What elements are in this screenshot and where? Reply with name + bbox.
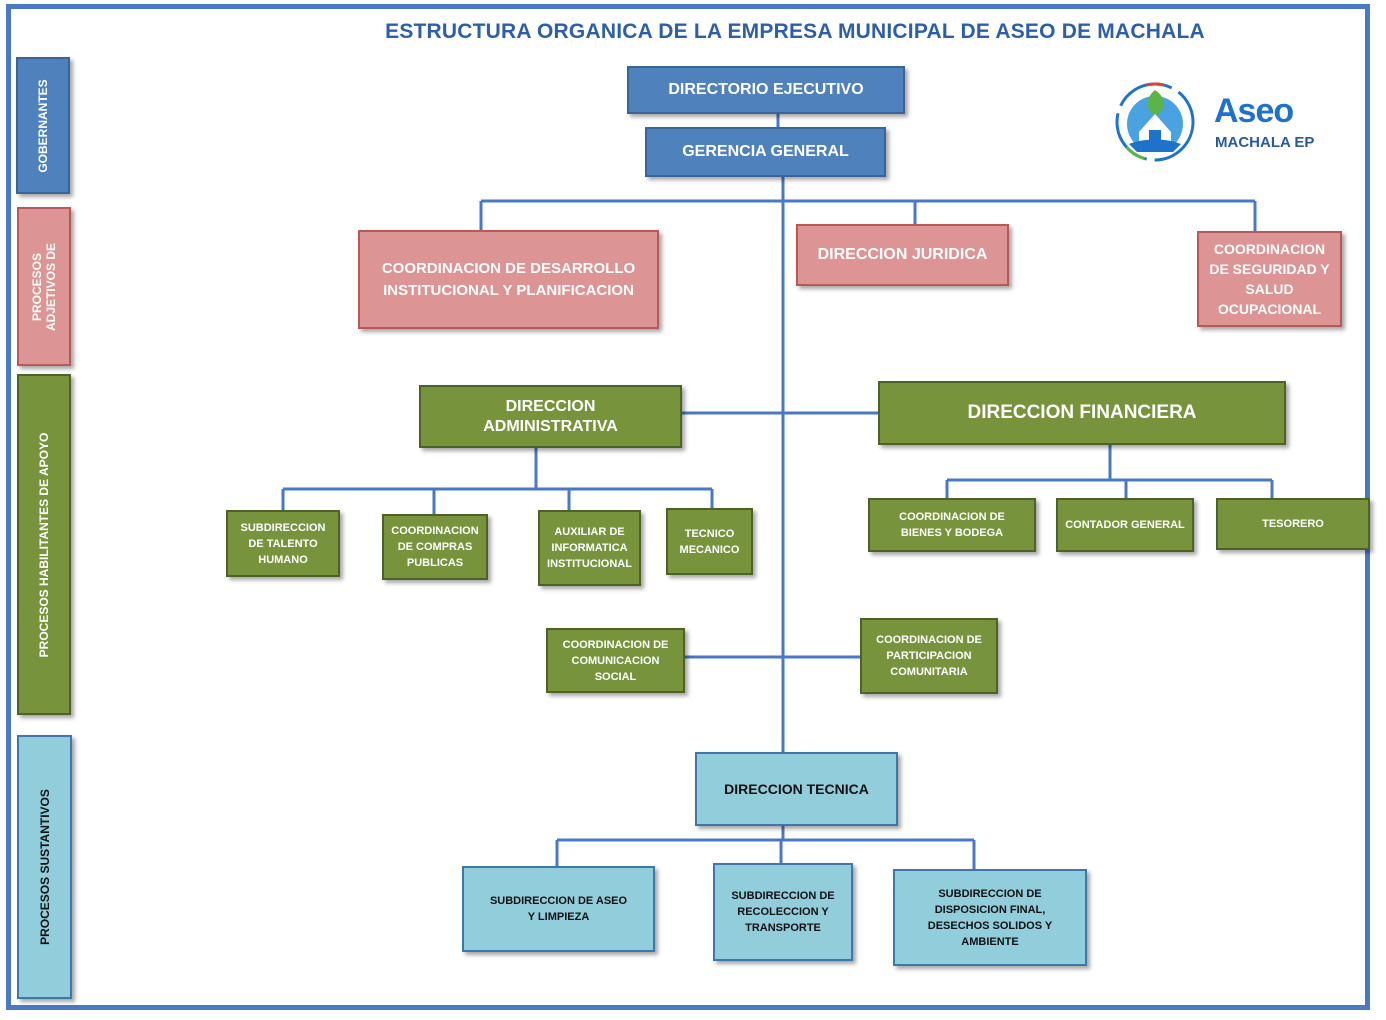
node-subdireccion-recoleccion: SUBDIRECCION DE RECOLECCION Y TRANSPORTE xyxy=(713,863,853,961)
node-coordinacion-compras: COORDINACION DE COMPRAS PUBLICAS xyxy=(382,514,488,580)
page-title: ESTRUCTURA ORGANICA DE LA EMPRESA MUNICI… xyxy=(385,20,1205,43)
node-subdireccion-talento-humano: SUBDIRECCION DE TALENTO HUMANO xyxy=(226,510,340,577)
node-direccion-administrativa: DIRECCION ADMINISTRATIVA xyxy=(419,385,682,448)
node-auxiliar-informatica: AUXILIAR DE INFORMATICA INSTITUCIONAL xyxy=(538,510,641,586)
category-procesos-habilitantes: PROCESOS HABILITANTES DE APOYO xyxy=(17,374,71,715)
category-procesos-sustantivos: PROCESOS SUSTANTIVOS xyxy=(17,735,72,999)
node-subdireccion-aseo: SUBDIRECCION DE ASEO Y LIMPIEZA xyxy=(462,866,655,952)
node-subdireccion-disposicion: SUBDIRECCION DE DISPOSICION FINAL, DESEC… xyxy=(893,869,1087,966)
category-gobernantes: GOBERNANTES xyxy=(16,57,70,194)
node-coordinacion-seguridad: COORDINACION DE SEGURIDAD Y SALUD OCUPAC… xyxy=(1197,231,1342,327)
node-directorio-ejecutivo: DIRECTORIO EJECUTIVO xyxy=(627,66,905,114)
node-direccion-financiera: DIRECCION FINANCIERA xyxy=(878,381,1286,445)
node-tecnico-mecanico: TECNICO MECANICO xyxy=(666,508,753,575)
node-coordinacion-bienes: COORDINACION DE BIENES Y BODEGA xyxy=(868,498,1036,552)
node-coordinacion-desarrollo: COORDINACION DE DESARROLLO INSTITUCIONAL… xyxy=(358,230,659,329)
aseo-logo-icon xyxy=(1115,82,1195,162)
node-contador-general: CONTADOR GENERAL xyxy=(1056,498,1194,552)
node-gerencia-general: GERENCIA GENERAL xyxy=(645,127,886,177)
node-direccion-juridica: DIRECCION JURIDICA xyxy=(796,224,1009,286)
node-coordinacion-comunicacion: COORDINACION DE COMUNICACION SOCIAL xyxy=(546,628,685,693)
logo-subtitle: MACHALA EP xyxy=(1215,134,1315,151)
node-direccion-tecnica: DIRECCION TECNICA xyxy=(695,752,898,826)
node-coordinacion-participacion: COORDINACION DE PARTICIPACION COMUNITARI… xyxy=(860,618,998,694)
logo-name: Aseo xyxy=(1214,92,1294,130)
node-tesorero: TESORERO xyxy=(1216,498,1370,550)
